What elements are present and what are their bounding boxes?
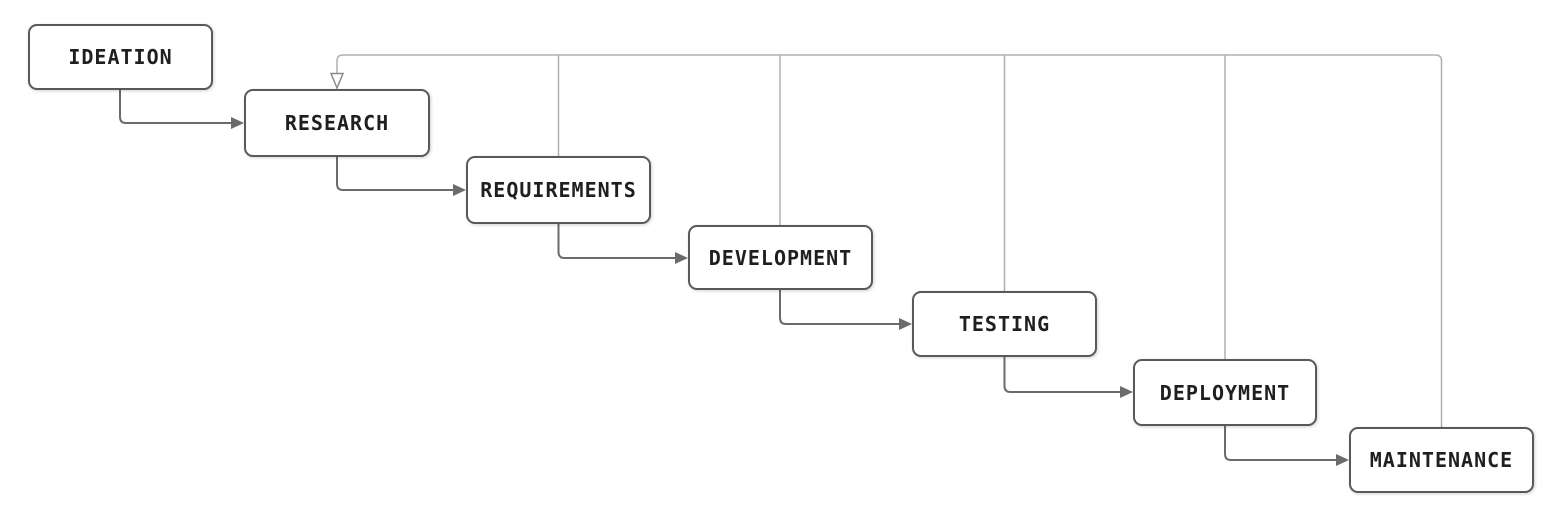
node-deployment[interactable]: DEPLOYMENT: [1133, 359, 1317, 426]
node-testing[interactable]: TESTING: [912, 291, 1097, 357]
node-ideation[interactable]: IDEATION: [28, 24, 213, 90]
connector-research-requirements: [336, 157, 453, 191]
arrowhead-into-maintenance: [1336, 454, 1349, 466]
feedback-bus-line: [336, 54, 1443, 427]
arrowhead-into-testing: [899, 318, 912, 330]
hollow-arrowhead-into-research: [329, 72, 345, 90]
node-research[interactable]: RESEARCH: [244, 89, 430, 157]
connector-deployment-maintenance: [1224, 426, 1336, 461]
arrowhead-into-requirements: [453, 184, 466, 196]
connector-ideation-research: [119, 90, 231, 124]
connector-development-testing: [779, 290, 899, 325]
arrowhead-into-development: [675, 252, 688, 264]
arrowhead-into-deployment: [1120, 386, 1133, 398]
arrowhead-into-research: [231, 117, 244, 129]
connector-testing-deployment: [1003, 357, 1120, 393]
node-maintenance[interactable]: MAINTENANCE: [1349, 427, 1534, 493]
connector-requirements-development: [557, 224, 675, 259]
node-development[interactable]: DEVELOPMENT: [688, 225, 873, 290]
node-requirements[interactable]: REQUIREMENTS: [466, 156, 651, 224]
